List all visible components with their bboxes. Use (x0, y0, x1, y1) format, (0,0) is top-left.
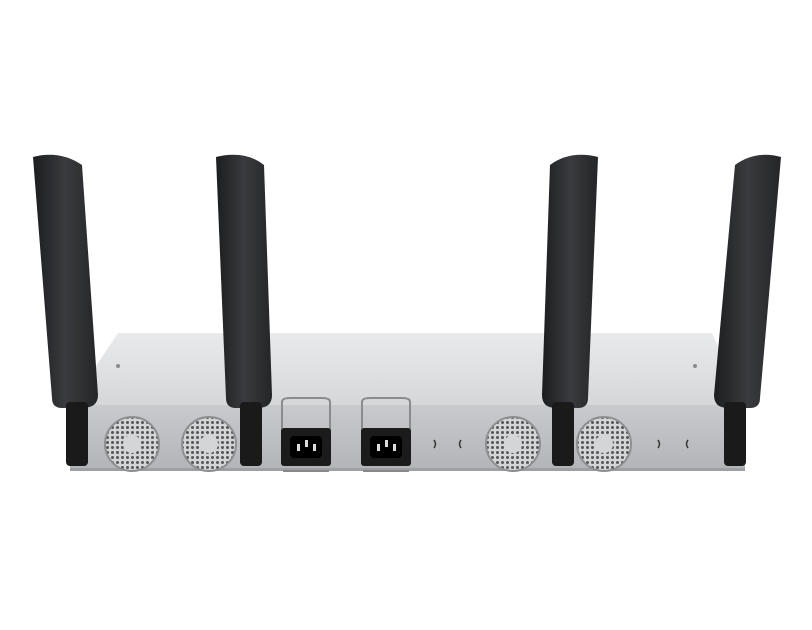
power-socket-icon (361, 397, 411, 472)
antenna-icon (714, 154, 781, 466)
chassis-clips (433, 439, 689, 449)
fan-vent-icon (576, 416, 632, 472)
antennas (33, 154, 781, 466)
fan-vent-icon (485, 416, 541, 472)
antenna-icon (216, 154, 272, 466)
antenna-icon (33, 154, 98, 466)
fan-vent-icon (104, 416, 160, 472)
fan-vent-icon (181, 416, 237, 472)
power-sockets (281, 397, 411, 472)
antenna-icon (542, 154, 598, 466)
power-socket-icon (281, 397, 331, 472)
fan-vents (104, 416, 632, 472)
